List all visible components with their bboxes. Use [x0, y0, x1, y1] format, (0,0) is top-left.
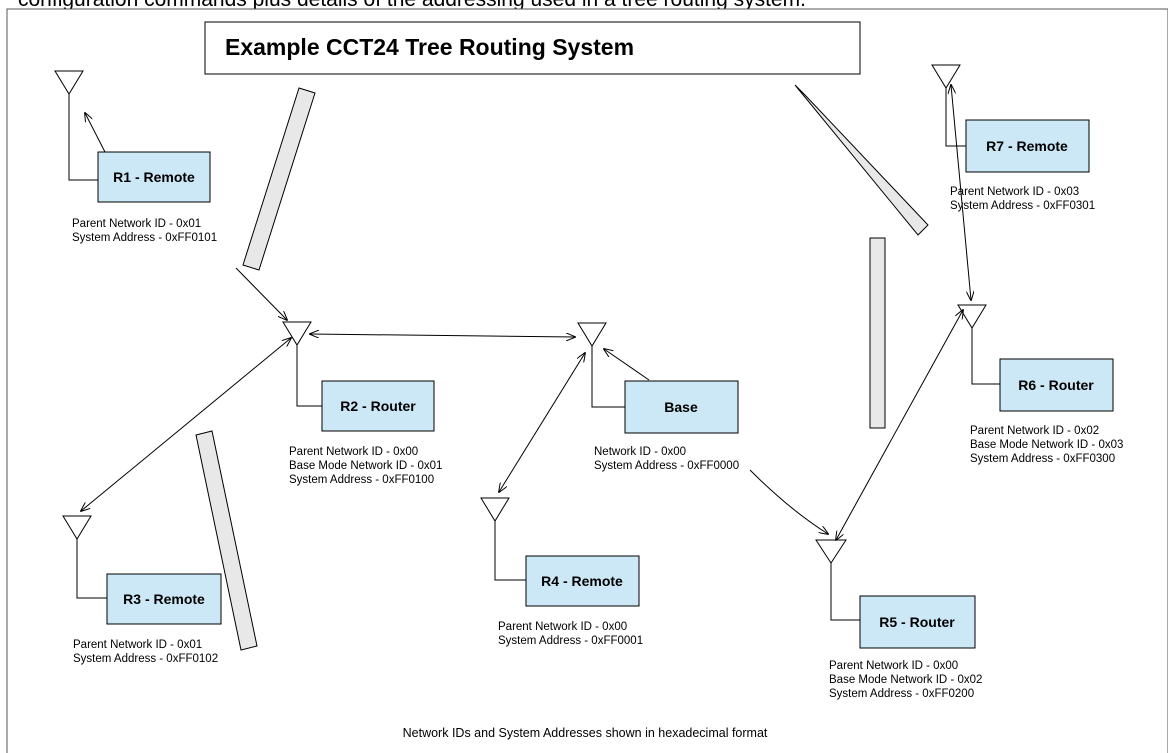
node-info: Parent Network ID - 0x00	[498, 621, 627, 633]
link-r2-base	[310, 334, 575, 337]
node-r7: R7 - Remote Parent Network ID - 0x03 Sys…	[950, 119, 1095, 212]
node-info: System Address - 0xFF0200	[829, 688, 974, 700]
node-info: System Address - 0xFF0000	[594, 460, 739, 472]
link-r1-r2	[235, 267, 287, 320]
node-label: R3 - Remote	[123, 591, 205, 607]
node-info: System Address - 0xFF0300	[970, 453, 1115, 465]
node-info: Base Mode Network ID - 0x03	[970, 439, 1123, 451]
antenna-icon-base	[577, 322, 625, 408]
title-box: Example CCT24 Tree Routing System	[204, 21, 861, 75]
node-label: R2 - Router	[340, 398, 416, 414]
link-r2-r3	[81, 338, 291, 511]
node-r1: R1 - Remote Parent Network ID - 0x01 Sys…	[72, 151, 217, 244]
wall-2	[794, 84, 929, 236]
wall-3	[869, 237, 886, 429]
antenna-icon-r6	[957, 304, 1000, 385]
antenna-icon-r5	[815, 539, 860, 621]
page-caption: configuration commands plus details of t…	[18, 0, 806, 12]
node-r6: R6 - Router Parent Network ID - 0x02 Bas…	[970, 358, 1123, 465]
node-r5: R5 - Router Parent Network ID - 0x00 Bas…	[829, 595, 982, 700]
node-info: System Address - 0xFF0101	[72, 232, 217, 244]
antenna-icon-r2	[282, 321, 322, 407]
node-info: Network ID - 0x00	[594, 446, 686, 458]
node-label: R4 - Remote	[541, 573, 623, 589]
node-r3: R3 - Remote Parent Network ID - 0x01 Sys…	[73, 573, 222, 665]
node-info: Parent Network ID - 0x01	[72, 218, 201, 230]
node-info: System Address - 0xFF0102	[73, 653, 218, 665]
footer-note: Network IDs and System Addresses shown i…	[403, 726, 768, 740]
link-r1-antenna	[85, 113, 106, 153]
node-label: Base	[664, 399, 698, 415]
antenna-icon-r4	[480, 497, 526, 581]
tree-routing-diagram: Example CCT24 Tree Routing System R1 - R…	[6, 8, 1168, 753]
wall-1	[242, 87, 316, 271]
node-info: System Address - 0xFF0301	[950, 200, 1095, 212]
node-info: Parent Network ID - 0x00	[289, 446, 418, 458]
antennas	[54, 64, 1000, 621]
node-label: R5 - Router	[879, 614, 955, 630]
node-info: System Address - 0xFF0001	[498, 635, 643, 647]
node-info: Base Mode Network ID - 0x02	[829, 674, 982, 686]
node-info: Parent Network ID - 0x00	[829, 660, 958, 672]
link-r5-r6	[836, 310, 963, 540]
link-base-r5	[749, 469, 828, 534]
links	[81, 85, 971, 540]
node-label: R1 - Remote	[113, 169, 195, 185]
node-info: Parent Network ID - 0x01	[73, 639, 202, 651]
antenna-icon-r1	[54, 70, 98, 181]
node-label: R7 - Remote	[986, 138, 1068, 154]
link-base-r4	[499, 353, 585, 492]
link-base-antenna	[604, 349, 650, 381]
link-r6-r7	[951, 85, 971, 300]
node-base: Base Network ID - 0x00 System Address - …	[594, 380, 739, 472]
node-r4: R4 - Remote Parent Network ID - 0x00 Sys…	[498, 555, 643, 647]
node-info: Parent Network ID - 0x03	[950, 186, 1079, 198]
node-r2: R2 - Router Parent Network ID - 0x00 Bas…	[289, 380, 442, 486]
node-info: Parent Network ID - 0x02	[970, 425, 1099, 437]
antenna-icon-r3	[62, 515, 107, 599]
node-info: System Address - 0xFF0100	[289, 474, 434, 486]
diagram-title: Example CCT24 Tree Routing System	[225, 34, 634, 60]
node-label: R6 - Router	[1018, 377, 1094, 393]
node-info: Base Mode Network ID - 0x01	[289, 460, 442, 472]
